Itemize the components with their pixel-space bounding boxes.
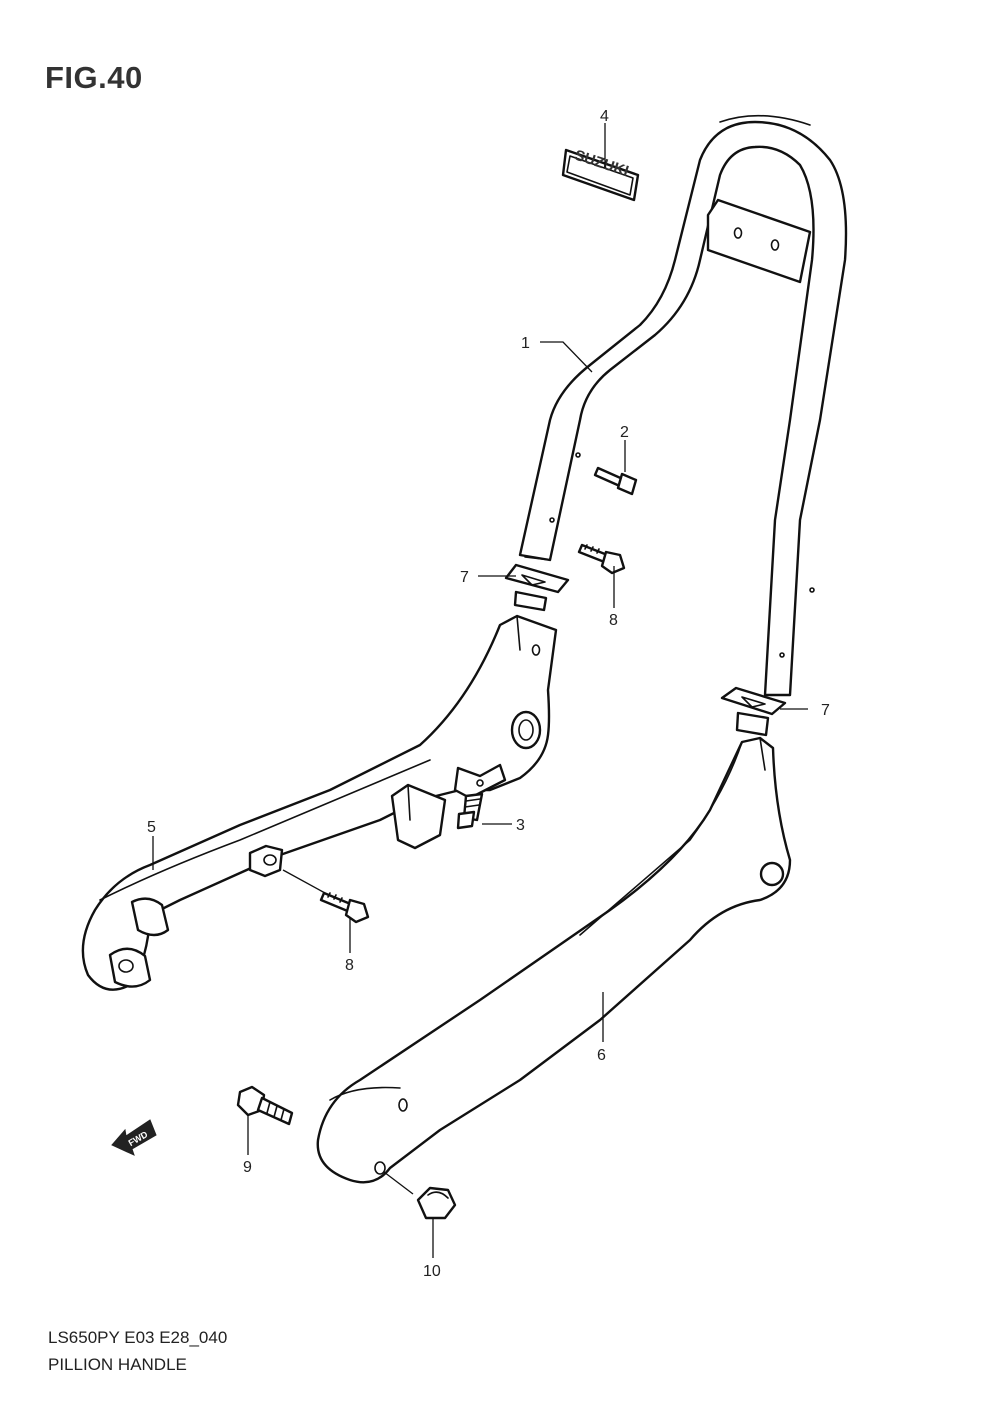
callouts: 4 1 2 7 8 7 5 3 8 6 9 10 (147, 108, 830, 1280)
callout-4: 4 (600, 108, 609, 125)
callout-8-lower: 8 (345, 957, 354, 974)
right-bracket (316, 736, 792, 1184)
bolt-part-2 (593, 466, 638, 496)
callout-3: 3 (516, 817, 525, 834)
figure-name: PILLION HANDLE (48, 1355, 187, 1374)
cushion-left (504, 563, 570, 612)
bolt-part-9 (236, 1085, 294, 1126)
model-code: LS650PY E03 E28_040 (48, 1328, 228, 1347)
callout-8-upper: 8 (609, 612, 618, 629)
cushion-right (720, 686, 787, 737)
callout-7-left: 7 (460, 569, 469, 586)
suzuki-emblem: SUZUKI (561, 147, 640, 202)
callout-2: 2 (620, 424, 629, 441)
bolt-part-3 (456, 792, 484, 830)
callout-5: 5 (147, 819, 156, 836)
callout-9: 9 (243, 1159, 252, 1176)
nut-part-10 (416, 1186, 457, 1220)
bolt-part-8-lower (319, 891, 370, 924)
callout-7-right: 7 (821, 702, 830, 719)
fwd-direction-arrow-icon: FWD (111, 1119, 157, 1156)
bolt-part-8-upper (577, 543, 626, 575)
callout-6: 6 (597, 1047, 606, 1064)
left-bracket (81, 614, 558, 991)
leader-lines (152, 123, 808, 1258)
pillion-handle-bar (518, 114, 848, 697)
callout-10: 10 (423, 1263, 441, 1280)
callout-1: 1 (521, 335, 530, 352)
figure-title: FIG.40 (45, 60, 143, 95)
